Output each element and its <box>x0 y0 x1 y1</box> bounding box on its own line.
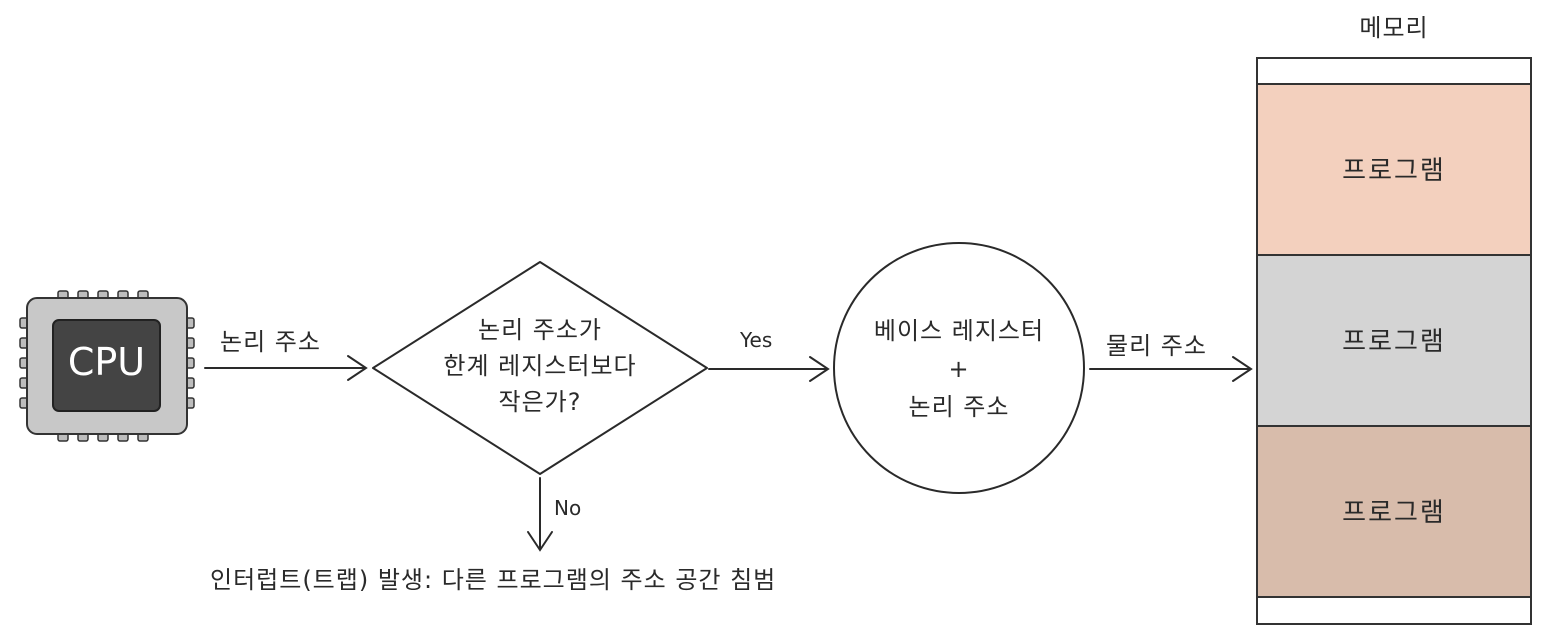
decision-diamond <box>372 261 708 475</box>
arrow-logical-address <box>204 355 368 381</box>
memory-column <box>1256 57 1532 625</box>
logical-address-label: 논리 주소 <box>220 328 321 356</box>
interrupt-message: 인터럽트(트랩) 발생: 다른 프로그램의 주소 공간 침범 <box>210 566 777 594</box>
memory-title: 메모리 <box>1359 14 1429 42</box>
cpu-label: CPU <box>67 340 146 384</box>
arrow-yes <box>708 356 830 382</box>
no-label: No <box>554 496 582 520</box>
decision-line-3: 작은가? <box>498 388 582 416</box>
adder-line-3: 논리 주소 <box>908 393 1010 421</box>
cpu-chip-icon <box>19 290 195 442</box>
memory-block-2-label: 프로그램 <box>1342 327 1446 357</box>
arrow-no <box>527 477 553 552</box>
decision-line-1: 논리 주소가 <box>477 316 603 344</box>
decision-text: 논리 주소가 한계 레지스터보다 작은가? <box>400 312 680 420</box>
physical-address-label: 물리 주소 <box>1106 332 1207 360</box>
adder-line-1: 베이스 레지스터 <box>873 317 1045 345</box>
memory-block-1-label: 프로그램 <box>1342 156 1446 186</box>
adder-text: 베이스 레지스터 + 논리 주소 <box>834 312 1084 426</box>
adder-line-2: + <box>948 355 970 383</box>
yes-label: Yes <box>740 328 773 352</box>
arrow-physical-address <box>1089 356 1253 382</box>
memory-block-3-label: 프로그램 <box>1342 498 1446 528</box>
adder-circle <box>833 242 1085 494</box>
decision-line-2: 한계 레지스터보다 <box>443 352 637 380</box>
